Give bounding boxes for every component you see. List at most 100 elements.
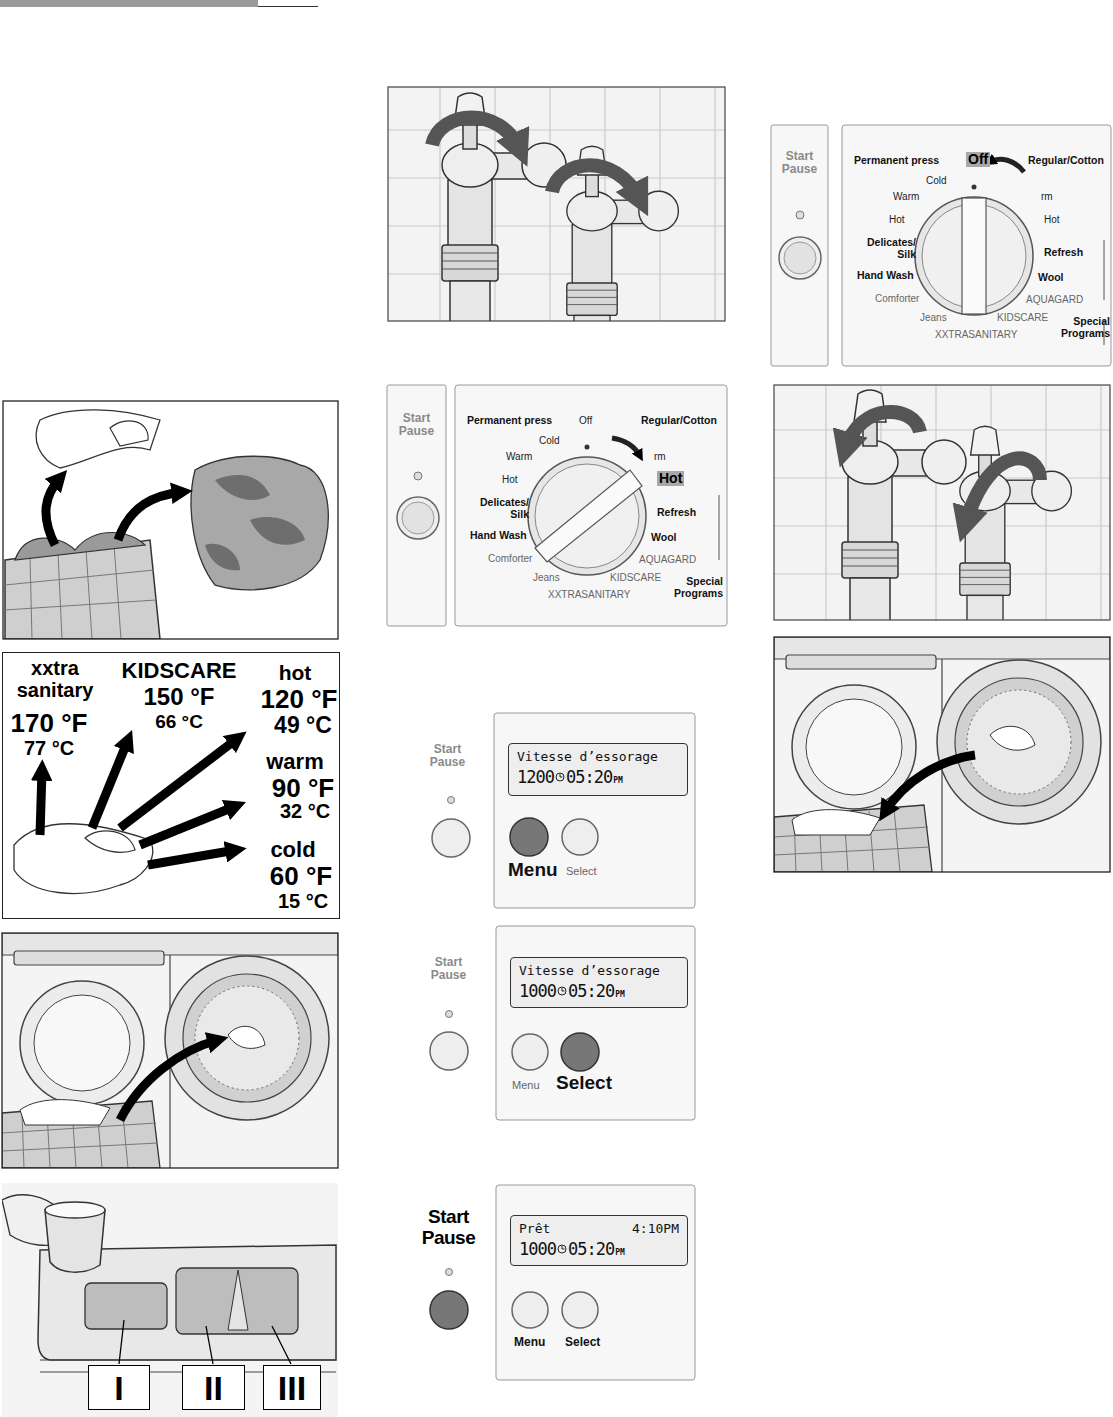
lcd-display: Vitesse d’essorage 100005:20PM	[510, 957, 688, 1008]
temperature-text: 32 °C	[280, 800, 330, 822]
lcd-digits: 05:20	[568, 1239, 614, 1259]
temperature-text: 150 °F	[144, 684, 215, 710]
lcd-row: Vitesse d’essorage	[517, 749, 679, 764]
lcd-text: Vitesse d’essorage	[517, 749, 658, 764]
button-label: Select	[556, 1073, 612, 1094]
dial-label: Refresh	[1044, 247, 1083, 259]
start-pause-text: Start	[415, 956, 482, 969]
temperature-text: KIDSCARE	[122, 659, 237, 683]
lcd-ampm: PM	[615, 1248, 625, 1257]
dial-label: Permanent press	[467, 415, 552, 427]
compartment-tag: I	[88, 1365, 150, 1410]
temperature-text: 170 °F	[11, 709, 88, 737]
lcd-digits: 05:20	[568, 981, 614, 1001]
dial-label: Warm	[506, 451, 532, 462]
compartment-number: II	[204, 1371, 223, 1405]
start-pause-text: Start	[387, 412, 446, 425]
temperature-text: 15 °C	[278, 890, 328, 912]
lcd-digits: 1200	[517, 767, 554, 787]
lcd-row: 1000 05:20PM	[519, 1239, 679, 1259]
dial-label: Off	[966, 152, 990, 167]
lcd-row: 100005:20PM	[519, 981, 679, 1001]
lcd-text: Prêt	[519, 1221, 550, 1236]
compartment-number: III	[278, 1371, 306, 1405]
dial-label: Jeans	[920, 312, 947, 323]
start-pause-text: Start	[415, 743, 480, 756]
start-pause-text: Pause	[415, 969, 482, 982]
dial-label: AQUAGARD	[639, 554, 696, 565]
temperature-text: warm	[266, 750, 323, 774]
lcd-display: Vitesse d’essorage 1200 05:20PM	[508, 743, 688, 796]
dial-label: Hot	[889, 214, 905, 225]
start-pause-label: StartPause	[415, 713, 480, 908]
lcd-digits: 05:20	[566, 767, 612, 787]
dial-label: Warm	[893, 191, 919, 202]
dial-label: rm	[654, 451, 666, 462]
temperature-text: 60 °F	[270, 862, 332, 890]
compartment-tag: II	[182, 1365, 245, 1410]
temperature-text: hot	[279, 661, 312, 684]
lcd-row: Prêt 4:10PM	[519, 1221, 679, 1236]
temperature-text: 77 °C	[24, 737, 74, 759]
temperature-panel: xxtra sanitary170 °F77 °CKIDSCARE150 °F6…	[2, 652, 340, 919]
compartment-number: I	[114, 1371, 123, 1405]
start-pause-text: Pause	[415, 756, 480, 769]
dial-label: Regular/Cotton	[1028, 155, 1104, 167]
lcd-text: 4:10PM	[632, 1221, 679, 1236]
temperature-text: cold	[270, 838, 315, 862]
dial-label: Hot	[657, 471, 684, 486]
dial-label: Cold	[539, 435, 560, 446]
dial-label: Delicates/ Silk	[854, 237, 916, 260]
dial-label: Comforter	[488, 553, 532, 564]
dial-label: Jeans	[533, 572, 560, 583]
lcd-display: Prêt 4:10PM 1000 05:20PM	[510, 1215, 688, 1266]
temperature-text: xxtra sanitary	[5, 657, 105, 701]
clock-icon	[555, 772, 565, 782]
dial-label: KIDSCARE	[997, 312, 1048, 323]
dial-label: Delicates/ Silk	[467, 497, 529, 520]
start-pause-text: Pause	[387, 425, 446, 438]
start-pause-text: Start	[415, 1207, 482, 1228]
lcd-text: Vitesse d’essorage	[519, 963, 660, 978]
start-pause-text: Start	[771, 150, 828, 163]
dial-label: Off	[579, 415, 592, 426]
button-label: Select	[566, 865, 597, 877]
dial-label: Hand Wash	[470, 530, 527, 542]
lcd-digits: 1000	[519, 1239, 556, 1259]
dial-label: Regular/Cotton	[641, 415, 717, 427]
clock-icon	[557, 1244, 567, 1254]
dial-label: KIDSCARE	[610, 572, 661, 583]
button-label: Menu	[508, 860, 558, 881]
dial-label: Comforter	[875, 293, 919, 304]
dial-label: Cold	[926, 175, 947, 186]
dial-label: Refresh	[657, 507, 696, 519]
lcd-row: 1200 05:20PM	[517, 767, 679, 787]
lcd-row: Vitesse d’essorage	[519, 963, 679, 978]
temperature-text: 120 °F	[261, 685, 338, 713]
lcd-ampm: PM	[613, 776, 623, 785]
compartment-tag: III	[263, 1365, 321, 1410]
dial-label: Hand Wash	[857, 270, 914, 282]
dial-label: Special Programs	[1054, 316, 1110, 339]
button-label: Menu	[514, 1336, 545, 1349]
start-pause-text: Pause	[415, 1228, 482, 1249]
clock-icon	[557, 986, 567, 996]
start-pause-label: StartPause	[771, 125, 828, 185]
dial-label: Wool	[651, 532, 676, 544]
temperature-text: 66 °C	[155, 711, 203, 732]
start-pause-label: StartPause	[387, 385, 446, 445]
dial-label: XXTRASANITARY	[548, 589, 630, 600]
temperature-text: 49 °C	[274, 713, 332, 738]
button-label: Select	[565, 1336, 600, 1349]
lcd-ampm: PM	[615, 990, 625, 999]
temperature-text: 90 °F	[272, 774, 334, 802]
dial-label: Hot	[1044, 214, 1060, 225]
dial-label: Hot	[502, 474, 518, 485]
start-pause-label: StartPause	[415, 1185, 482, 1380]
dial-label: rm	[1041, 191, 1053, 202]
button-label: Menu	[512, 1079, 540, 1091]
start-pause-label: StartPause	[415, 926, 482, 1120]
dial-label: Permanent press	[854, 155, 939, 167]
dial-label: AQUAGARD	[1026, 294, 1083, 305]
